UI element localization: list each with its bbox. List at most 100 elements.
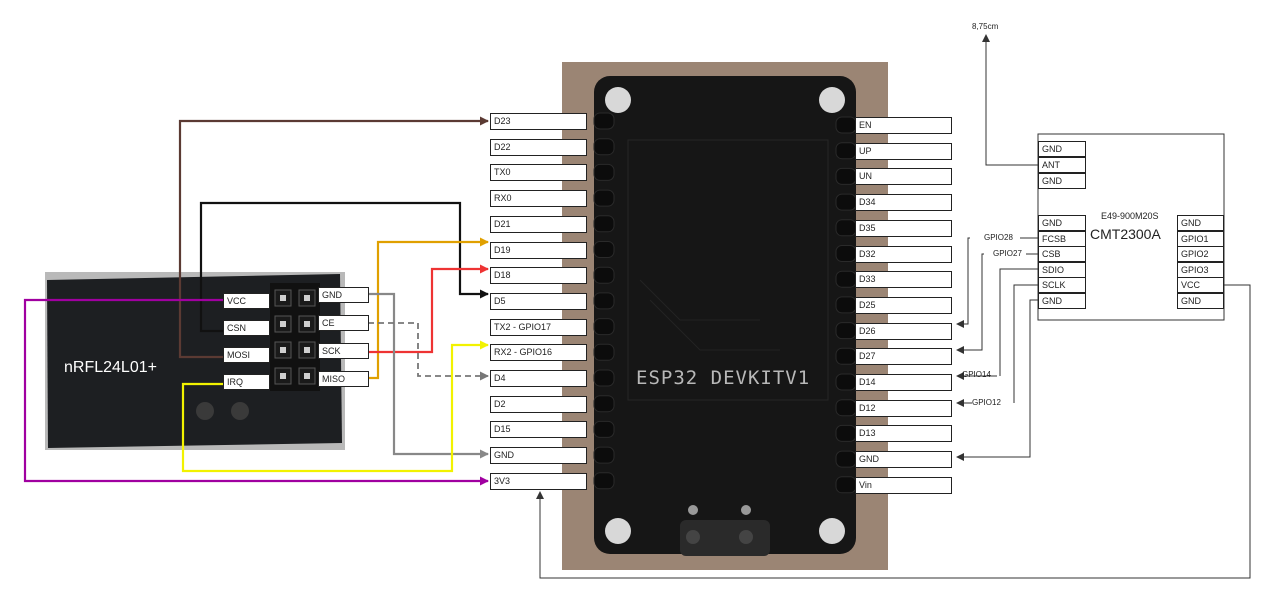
- esp32-left-header-pin: [593, 446, 615, 464]
- cmt-right-pin-gpio3: GPIO3: [1177, 261, 1224, 278]
- esp32-right-header-pin: [835, 219, 857, 237]
- esp32-right-pin-d14: D14: [855, 374, 952, 391]
- nrf-pin-miso: MISO: [318, 371, 369, 387]
- esp32-left-pin-3v3: 3V3: [490, 472, 587, 490]
- cmt-top-pin-gnd: GND: [1038, 141, 1086, 157]
- cmt-left-pin-gnd: GND: [1038, 293, 1086, 309]
- esp32-left-pin-d19: D19: [490, 241, 587, 259]
- esp32-board: [562, 62, 888, 570]
- wire-label-gpio27: GPIO27: [993, 249, 1022, 258]
- esp32-right-header-pin: [835, 245, 857, 262]
- esp32-left-header-pin: [593, 343, 615, 361]
- cmt-chip-label: CMT2300A: [1090, 226, 1161, 242]
- wire-sclk-d12: [957, 284, 1038, 403]
- esp32-left-pin-rx2-gpio16: RX2 - GPIO16: [490, 344, 587, 362]
- nrf-pin-ce: CE: [318, 315, 369, 331]
- esp32-left-header-pin: [593, 241, 615, 258]
- wire-gnd-gnd-right: [956, 299, 1038, 461]
- esp32-left-header-pin: [593, 395, 615, 413]
- nrf-header-pin-tip: [280, 321, 286, 327]
- esp32-right-pin-un: UN: [855, 168, 952, 186]
- cmt-left-pin-csb: CSB: [1038, 246, 1086, 263]
- esp32-right-header-pin: [835, 116, 857, 134]
- esp32-right-header-pin: [835, 322, 857, 340]
- wire-label-gpio12: GPIO12: [972, 398, 1001, 407]
- esp32-right-pin-d27: D27: [855, 348, 952, 366]
- esp32-left-header-pin: [593, 189, 615, 207]
- esp32-left-header-pin: [593, 472, 615, 490]
- esp32-left-header-pin: [593, 369, 615, 387]
- esp32-right-pin-vin: Vin: [855, 476, 952, 494]
- esp32-left-pin-d5: D5: [490, 292, 587, 310]
- esp32-left-pin-d22: D22: [490, 138, 587, 156]
- wire-vcc-3v3-cmt: [536, 284, 1251, 579]
- cmt-top-pin-ant: ANT: [1038, 157, 1086, 173]
- esp32-right-header-pin: [835, 142, 857, 160]
- esp32-right-pin-d35: D35: [855, 219, 952, 237]
- esp32-left-header-pin: [593, 292, 615, 310]
- esp32-left-pin-d23: D23: [490, 113, 587, 130]
- nrf-module-name: nRFL24L01+: [64, 359, 157, 376]
- esp32-right-header-pin: [835, 347, 857, 365]
- esp32-left-pin-d2: D2: [490, 395, 587, 413]
- esp32-left-pin-tx2-gpio17: TX2 - GPIO17: [490, 318, 587, 336]
- nrf-header-pin-tip: [280, 295, 286, 301]
- esp32-left-pin-d21: D21: [490, 215, 587, 233]
- nrf-pin-gnd: GND: [318, 287, 369, 303]
- nrf-pin-vcc: VCC: [223, 293, 270, 309]
- esp32-right-header-pin: [835, 167, 857, 185]
- esp32-right-header-pin: [835, 193, 857, 211]
- esp32-left-header: [593, 112, 615, 490]
- cmt-model-label: E49-900M20S: [1101, 211, 1159, 221]
- esp32-right-pin-en: EN: [855, 117, 952, 134]
- cmt-left-pin-sdio: SDIO: [1038, 261, 1086, 278]
- esp32-right-pin-gnd: GND: [855, 451, 952, 469]
- esp32-right-pin-d25: D25: [855, 296, 952, 314]
- esp32-right-header-pin: [835, 270, 857, 288]
- esp32-left-pin-rx0: RX0: [490, 190, 587, 208]
- wire-sck-d18: [368, 264, 489, 354]
- wire-gnd-gnd: [368, 292, 489, 459]
- esp32-right-pin-up: UP: [855, 142, 952, 160]
- esp32-right-header-pin: [835, 450, 857, 468]
- cmt-right-pin-gnd: GND: [1177, 293, 1224, 309]
- wire-irq-rx2: [181, 340, 489, 473]
- esp32-left-pin-d15: D15: [490, 421, 587, 439]
- cmt-left-pin-sclk: SCLK: [1038, 277, 1086, 294]
- nrf-module: [45, 272, 345, 450]
- cmt-left-pin-fcsb: FCSB: [1038, 230, 1086, 247]
- wire-fcsb-d26: [957, 237, 1038, 324]
- esp32-right-header-pin: [835, 296, 857, 314]
- nrf-header-pin-tip: [304, 373, 310, 379]
- esp32-right-pin-d33: D33: [855, 271, 952, 289]
- esp32-right-header-pin: [835, 424, 857, 442]
- esp32-right-pin-d13: D13: [855, 425, 952, 443]
- cmt-right-pin-gnd: GND: [1177, 215, 1224, 231]
- esp32-left-pin-gnd: GND: [490, 447, 587, 465]
- wire-label-gpio14: GPIO14: [962, 370, 991, 379]
- esp32-right-pin-d34: D34: [855, 194, 952, 212]
- esp32-board-text: ESP32 DEVKITV1: [636, 367, 811, 389]
- nrf-pin-irq: IRQ: [223, 374, 270, 390]
- nrf-header-pin-tip: [280, 373, 286, 379]
- cmt-right-pin-gpio1: GPIO1: [1177, 230, 1224, 247]
- wire-ce-d4: [368, 322, 489, 381]
- esp32-left-header-pin: [593, 138, 615, 156]
- wire-mosi-d23: [178, 116, 489, 359]
- esp32-left-header-pin: [593, 318, 615, 336]
- wire-label-gpio28: GPIO28: [984, 233, 1013, 242]
- nrf-pin-csn: CSN: [223, 320, 270, 336]
- nrf-header-pin-tip: [280, 347, 286, 353]
- esp32-right-pin-d26: D26: [855, 322, 952, 340]
- esp32-left-header-pin: [593, 420, 615, 438]
- cmt-right-pin-vcc: VCC: [1177, 277, 1224, 294]
- esp32-right-header-pin: [835, 399, 857, 417]
- nrf-pin-sck: SCK: [318, 343, 369, 359]
- esp32-right-header-pin: [835, 373, 857, 391]
- esp32-right-header: [835, 116, 857, 494]
- esp32-left-pin-d4: D4: [490, 370, 587, 387]
- esp32-left-pin-tx0: TX0: [490, 164, 587, 182]
- esp32-left-header-pin: [593, 215, 615, 233]
- wire-csn-d5: [199, 201, 489, 333]
